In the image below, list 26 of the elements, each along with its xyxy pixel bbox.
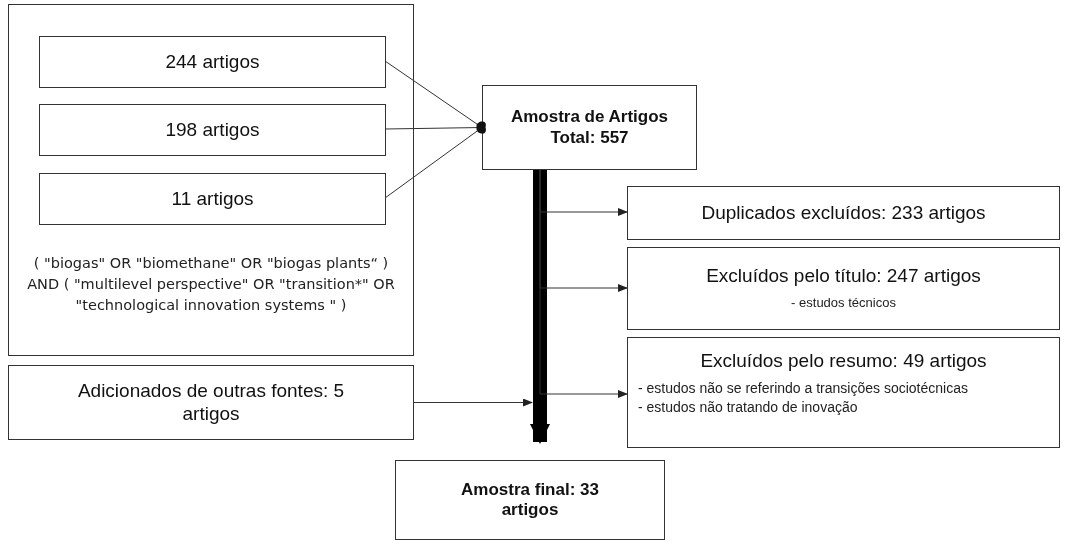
arrow: [413, 398, 533, 407]
box-heading: Excluídos pelo resumo: 49 artigos: [700, 350, 987, 373]
box-text: Amostra de Artigos Total: 557: [509, 107, 670, 148]
search-group-box: [8, 4, 414, 356]
box-text: Amostra final: 33 artigos: [460, 479, 600, 521]
box-text: Adicionados de outras fontes: 5 artigos: [76, 379, 346, 426]
search-query-text: ( "biogas" OR "biomethane" OR "biogas plants“ ) AND ( "multilevel perspective" OR "transition*" OR "technological innovation systems " ): [26, 254, 396, 316]
box-text: 198 artigos: [165, 118, 260, 142]
process-box: [39, 173, 386, 225]
process-box: [8, 365, 414, 440]
process-box: [395, 460, 665, 540]
process-box: [482, 85, 697, 170]
box-text: Duplicados excluídos: 233 artigos: [701, 201, 986, 225]
arrow: [539, 169, 628, 398]
bullet-text: - estudos técnicos: [791, 294, 896, 312]
box-text: 244 artigos: [165, 50, 260, 74]
bullet-text: - estudos não tratando de inovação: [638, 397, 858, 417]
bullet-text: - estudos não se referindo a transições sociotécnicas: [638, 378, 968, 398]
thick-arrow: [530, 170, 550, 444]
process-box: [39, 104, 386, 156]
process-box: [627, 186, 1060, 240]
process-box: [39, 36, 386, 88]
box-text: 11 artigos: [171, 187, 254, 211]
box-heading: Excluídos pelo título: 247 artigos: [706, 265, 981, 289]
process-box: [627, 337, 1060, 448]
process-box: [627, 247, 1060, 330]
